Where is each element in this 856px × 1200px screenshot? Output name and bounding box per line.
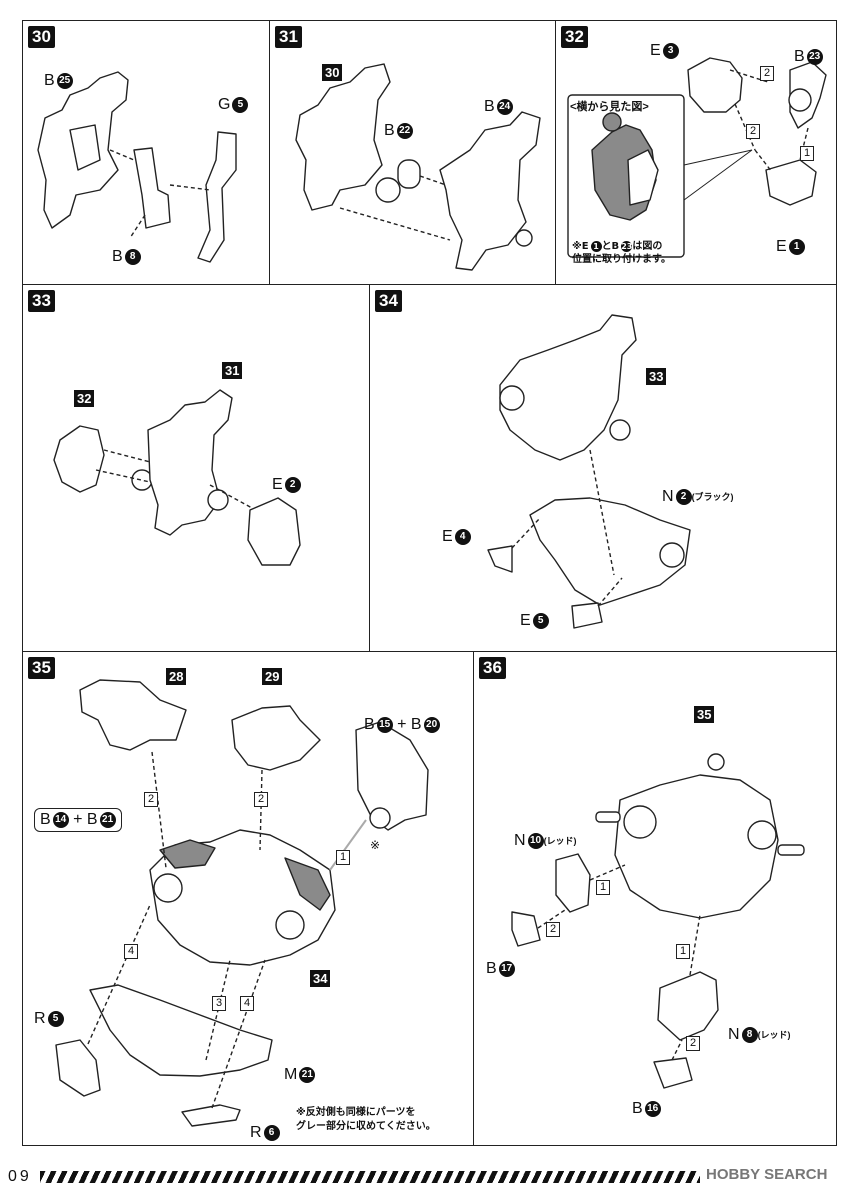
asterisk-mark: ※ — [370, 838, 381, 852]
order-box: 2 — [546, 922, 561, 937]
step-33-number: 33 — [28, 290, 55, 312]
step-32-art — [567, 57, 827, 258]
step-31-number: 31 — [275, 26, 302, 48]
order-box: 4 — [124, 944, 139, 959]
watermark-logo: HOBBY SEARCH — [706, 1166, 828, 1183]
step-36-number: 36 — [479, 657, 506, 679]
step-36-art — [511, 753, 805, 1089]
step-32-number: 32 — [561, 26, 588, 48]
step-31-art — [295, 63, 541, 271]
order-box: 3 — [212, 996, 227, 1011]
step-ref-31: 31 — [222, 362, 243, 379]
order-box: 1 — [336, 850, 351, 865]
order-box: 1 — [800, 146, 815, 161]
page-number: 09 — [8, 1168, 32, 1185]
step-ref-34: 34 — [310, 970, 331, 987]
step-ref-33: 33 — [646, 368, 667, 385]
footer-stripe-bar — [40, 1171, 700, 1183]
step-35-note: ※反対側も同様にパーツをグレー部分に収めてください。 — [296, 1107, 436, 1132]
order-box: 2 — [144, 792, 159, 807]
step-30-art — [37, 71, 237, 263]
order-box: 2 — [746, 124, 761, 139]
step-ref-29: 29 — [262, 668, 283, 685]
order-box: 4 — [240, 996, 255, 1011]
order-box: 1 — [676, 944, 691, 959]
step-ref-30: 30 — [322, 64, 343, 81]
order-box: 2 — [686, 1036, 701, 1051]
order-box: 2 — [760, 66, 775, 81]
step-35-art — [55, 679, 429, 1127]
step-ref-35: 35 — [694, 706, 715, 723]
order-box: 1 — [596, 880, 611, 895]
step-ref-28: 28 — [166, 668, 187, 685]
order-box: 2 — [254, 792, 269, 807]
side-view-title: <横から見た図> — [570, 101, 649, 113]
step-33-art — [53, 389, 301, 566]
step-35-number: 35 — [28, 657, 55, 679]
step-34-number: 34 — [375, 290, 402, 312]
step-ref-32: 32 — [74, 390, 95, 407]
step-30-number: 30 — [28, 26, 55, 48]
step-34-art — [487, 314, 691, 629]
